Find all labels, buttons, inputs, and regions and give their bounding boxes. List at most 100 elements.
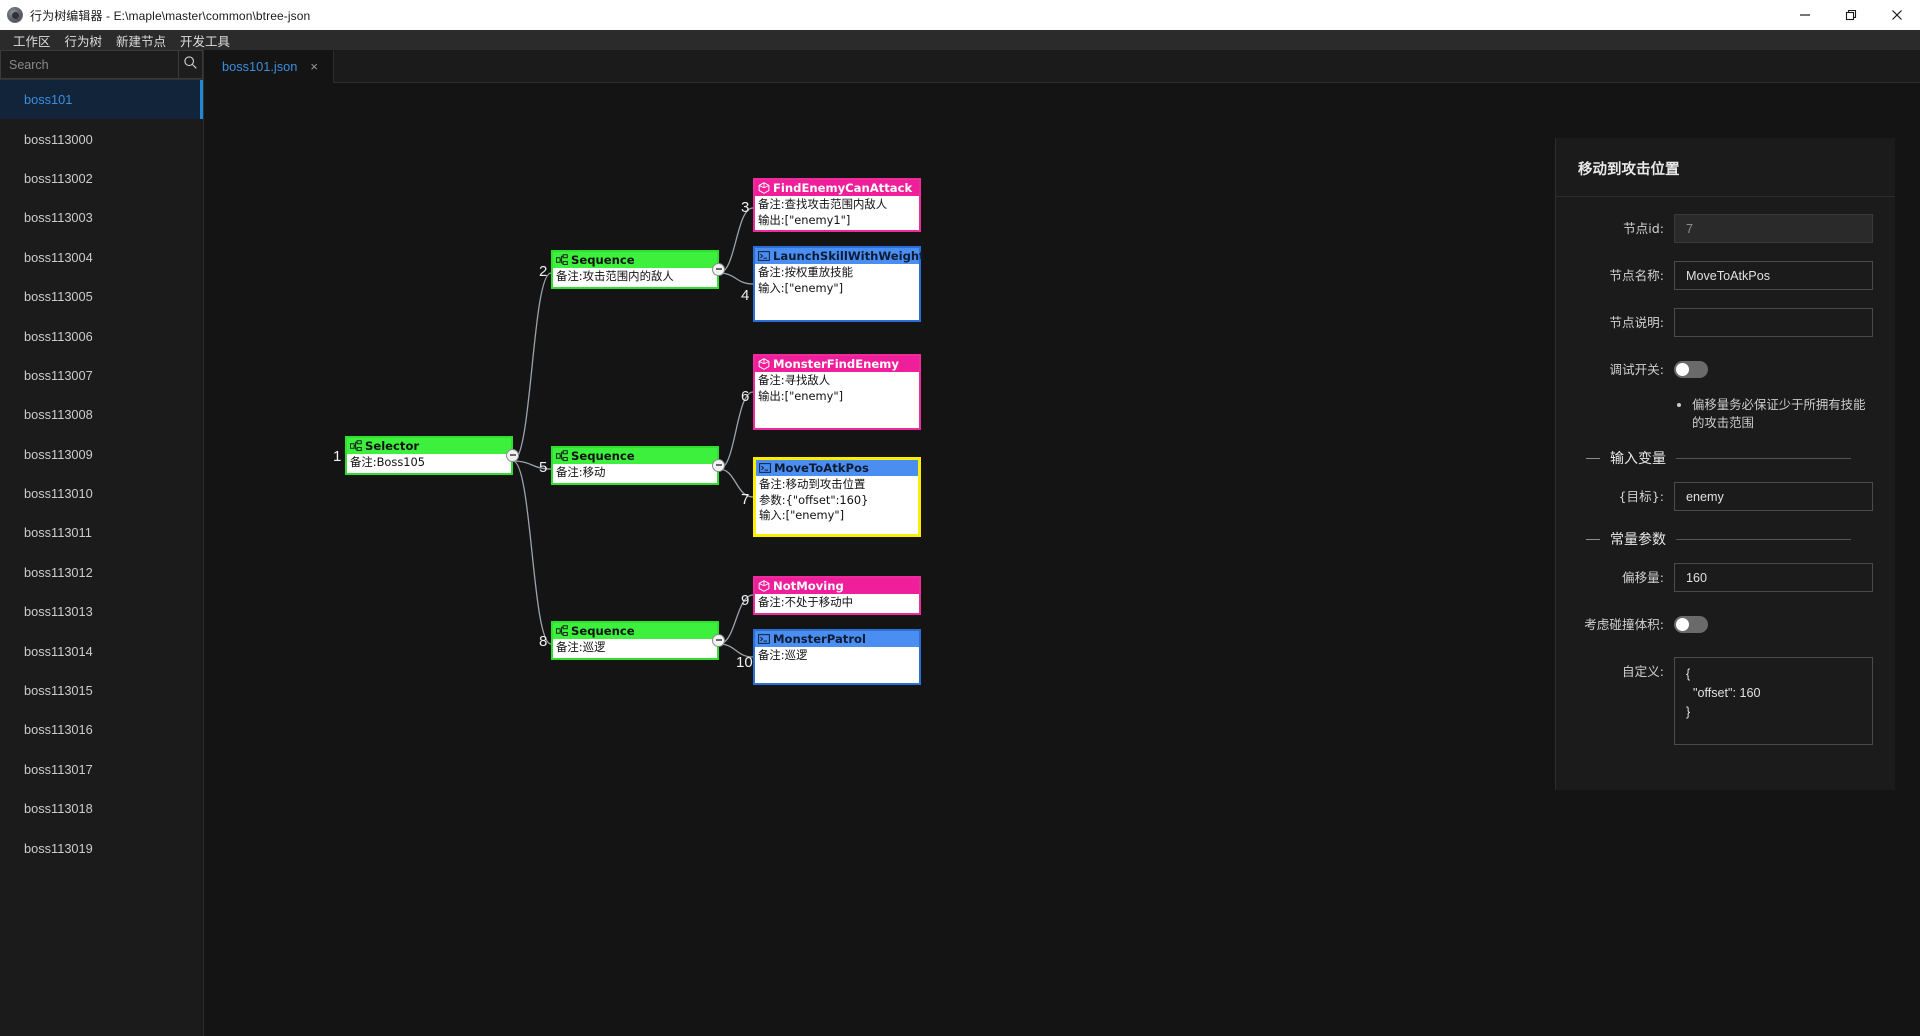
bt-node-MonsterPatrol[interactable]: MonsterPatrol 备注:巡逻 (753, 629, 921, 685)
input-target-input[interactable] (1674, 482, 1873, 511)
node-connector (718, 207, 754, 274)
bt-node-line: 备注:巡逻 (758, 648, 808, 662)
bt-node-line: 备注:查找攻击范围内敌人 (758, 197, 888, 211)
sidebar-item-boss113007[interactable]: boss113007 (0, 356, 203, 395)
bt-node-header: LaunchSkillWithWeight (755, 248, 925, 264)
field-debug-switch: 调试开关: (1556, 355, 1873, 384)
bt-node-output-port[interactable] (506, 448, 519, 462)
sidebar-item-label: boss113014 (24, 643, 93, 659)
collision-toggle[interactable] (1674, 616, 1708, 633)
minimize-icon[interactable] (1782, 0, 1828, 30)
menu-item-workspace[interactable]: 工作区 (13, 33, 51, 49)
bt-node-title: Sequence (571, 449, 635, 463)
bt-node-line: 备注:移动到攻击位置 (759, 477, 866, 491)
sidebar-item-label: boss101 (24, 92, 73, 108)
sidebar-item-boss113006[interactable]: boss113006 (0, 316, 203, 355)
sidebar-item-label: boss113008 (24, 407, 93, 423)
section-collapse-icon[interactable] (1586, 538, 1600, 540)
sidebar-item-boss113010[interactable]: boss113010 (0, 474, 203, 513)
sidebar-item-boss101[interactable]: boss101 (0, 80, 203, 120)
sidebar-item-label: boss113002 (24, 170, 93, 186)
bt-node-output-port[interactable] (712, 458, 725, 472)
section-rule (1676, 457, 1851, 459)
field-custom: 自定义: { "offset": 160 } (1556, 657, 1873, 750)
offset-label: 偏移量: (1621, 570, 1664, 585)
bt-node-index: 1 (333, 448, 342, 465)
bt-node-body: 备注:Boss105 (347, 454, 511, 473)
sidebar-item-boss113008[interactable]: boss113008 (0, 395, 203, 434)
sidebar-item-boss113003[interactable]: boss113003 (0, 198, 203, 237)
bt-node-Sequence[interactable]: Sequence 备注:攻击范围内的敌人 (551, 250, 725, 289)
field-node-id: 节点id: (1556, 214, 1873, 243)
condition-node-icon (758, 358, 770, 370)
sidebar-item-boss113018[interactable]: boss113018 (0, 789, 203, 828)
sidebar-item-boss113019[interactable]: boss113019 (0, 828, 203, 867)
bt-node-output-port[interactable] (712, 633, 725, 647)
sidebar-item-boss113016[interactable]: boss113016 (0, 710, 203, 749)
tab-boss101-json[interactable]: boss101.json × (204, 50, 335, 83)
bt-node-index: 3 (741, 199, 750, 216)
sidebar-item-label: boss113015 (24, 683, 93, 699)
bt-node-line: 输出:["enemy"] (758, 388, 844, 403)
bt-node-line: 备注:攻击范围内的敌人 (556, 269, 674, 283)
sidebar-item-boss113017[interactable]: boss113017 (0, 750, 203, 789)
sidebar-item-boss113005[interactable]: boss113005 (0, 277, 203, 316)
bt-node-line: 输入:["enemy"] (758, 280, 844, 295)
properties-panel-title: 移动到攻击位置 (1556, 138, 1895, 197)
offset-input[interactable] (1674, 563, 1873, 592)
bt-node-header: MonsterPatrol (755, 631, 919, 647)
bt-node-header: Sequence (553, 252, 717, 268)
sidebar-item-boss113011[interactable]: boss113011 (0, 513, 203, 552)
bt-node-index: 4 (741, 287, 750, 304)
sidebar-item-boss113015[interactable]: boss113015 (0, 671, 203, 710)
menu-item-behavior-tree[interactable]: 行为树 (64, 33, 103, 49)
menu-item-dev-tools[interactable]: 开发工具 (180, 33, 231, 49)
title-bar: 行为树编辑器 - E:\maple\master\common\btree-js… (0, 0, 1920, 30)
maximize-icon[interactable] (1828, 0, 1874, 30)
behavior-tree-file-list[interactable]: boss101 boss113000 boss113002 boss113003 bos… (0, 80, 203, 1036)
composite-node-icon (350, 440, 362, 452)
bt-node-title: Sequence (571, 253, 635, 267)
sidebar-item-label: boss113018 (24, 801, 93, 817)
sidebar-item-boss113014[interactable]: boss113014 (0, 631, 203, 670)
bt-node-title: FindEnemyCanAttack (773, 181, 913, 195)
sidebar-item-label: boss113003 (24, 210, 93, 226)
node-name-label: 节点名称: (1609, 268, 1664, 283)
sidebar-item-boss113004[interactable]: boss113004 (0, 238, 203, 277)
bt-node-title: Sequence (571, 624, 635, 638)
field-node-desc: 节点说明: (1556, 308, 1873, 337)
sidebar-item-boss113009[interactable]: boss113009 (0, 435, 203, 474)
node-desc-input[interactable] (1674, 308, 1873, 337)
composite-node-icon (556, 254, 568, 266)
window-title: 行为树编辑器 - E:\maple\master\common\btree-js… (30, 8, 311, 23)
search-button[interactable] (178, 50, 203, 79)
node-desc-label: 节点说明: (1609, 315, 1664, 330)
sidebar-item-boss113002[interactable]: boss113002 (0, 159, 203, 198)
node-name-input[interactable] (1674, 261, 1873, 290)
sidebar-item-label: boss113016 (24, 722, 93, 738)
section-collapse-icon[interactable] (1586, 457, 1600, 459)
bt-node-output-port[interactable] (712, 262, 725, 276)
bt-node-title: MonsterPatrol (773, 632, 866, 646)
custom-json-textarea[interactable]: { "offset": 160 } (1674, 657, 1873, 745)
search-input[interactable] (0, 50, 178, 79)
close-icon[interactable] (1874, 0, 1920, 30)
sidebar-item-boss113013[interactable]: boss113013 (0, 592, 203, 631)
debug-switch-toggle[interactable] (1674, 361, 1708, 378)
tab-close-icon[interactable]: × (310, 59, 319, 74)
sidebar-item-boss113000[interactable]: boss113000 (0, 119, 203, 158)
menu-item-new-node[interactable]: 新建节点 (116, 33, 167, 49)
sidebar-item-label: boss113005 (24, 289, 93, 305)
hint-row: 偏移量务必保证少于所拥有技能的攻击范围 (1556, 396, 1873, 432)
sidebar-item-boss113012[interactable]: boss113012 (0, 553, 203, 592)
